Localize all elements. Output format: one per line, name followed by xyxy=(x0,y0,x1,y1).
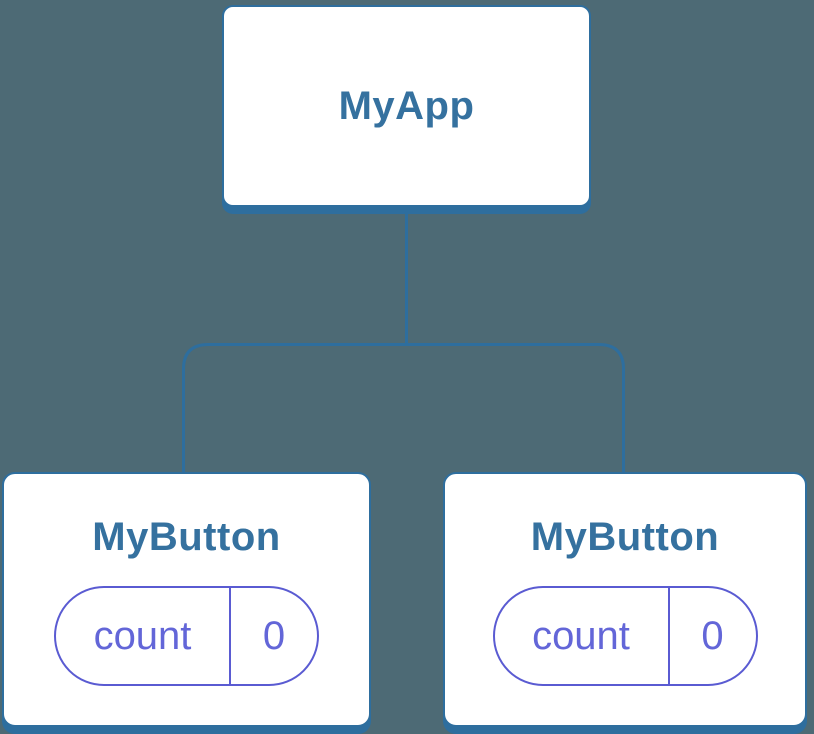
state-pill: count 0 xyxy=(492,586,758,686)
state-value: 0 xyxy=(667,588,756,684)
state-pill: count 0 xyxy=(54,586,319,686)
node-label-mybutton: MyButton xyxy=(530,515,720,559)
state-name: count xyxy=(93,614,192,658)
node-label-mybutton: MyButton xyxy=(92,515,281,559)
component-node-mybutton-left: MyButton count 0 xyxy=(2,472,371,727)
state-name: count xyxy=(532,614,630,658)
component-node-mybutton-right: MyButton count 0 xyxy=(443,472,807,727)
node-label-myapp: MyApp xyxy=(338,84,475,128)
state-value: 0 xyxy=(229,588,317,684)
branch-line xyxy=(182,343,625,474)
component-node-myapp: MyApp xyxy=(222,5,591,207)
